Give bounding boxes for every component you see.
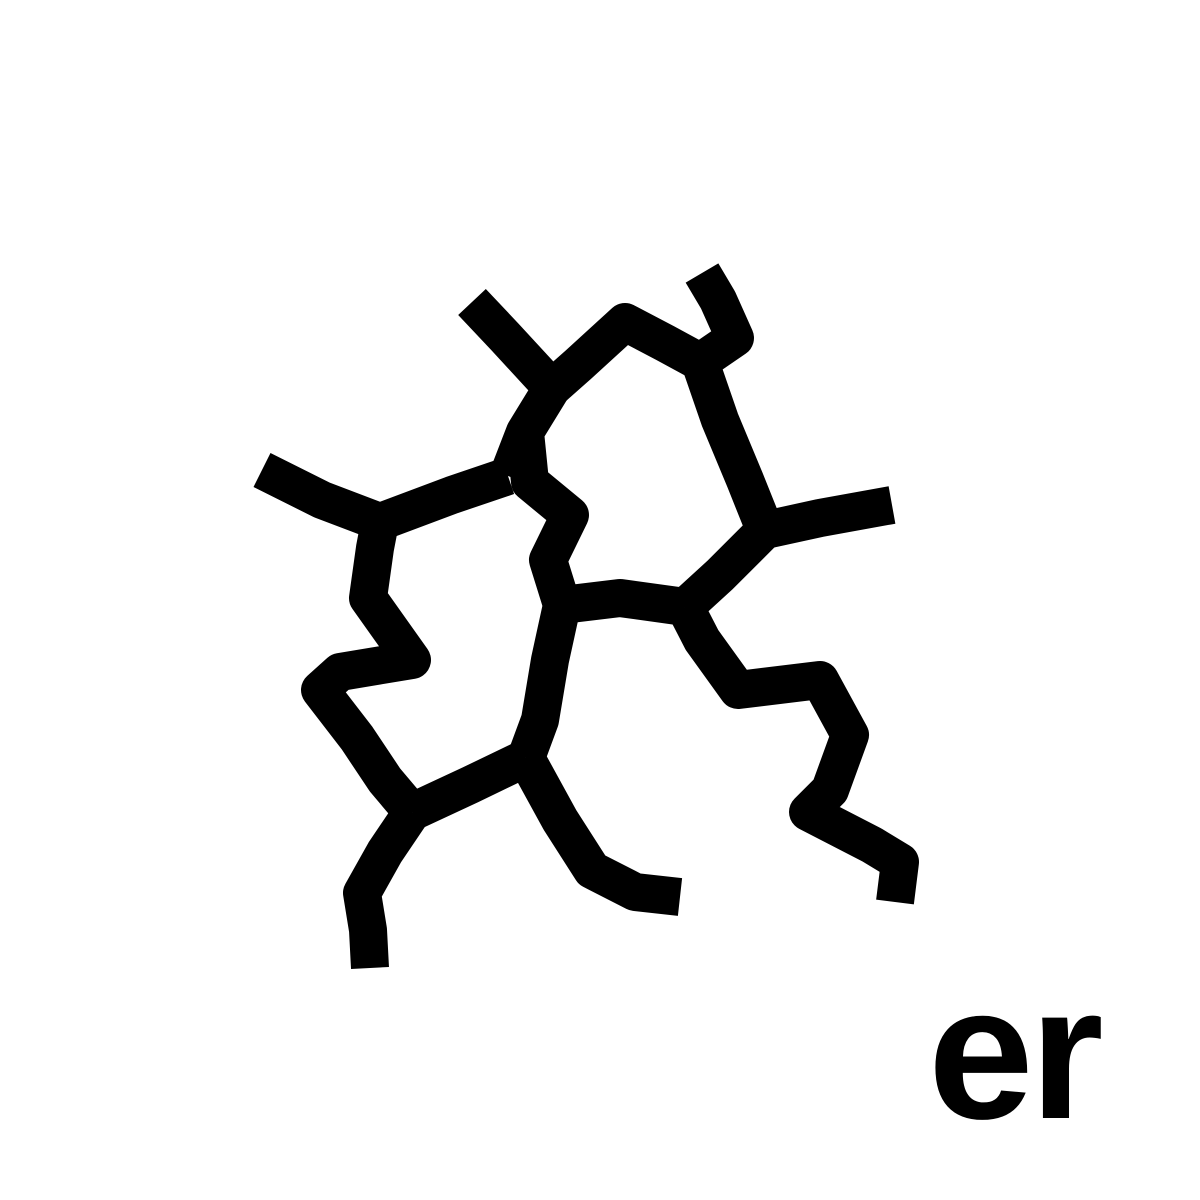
crack-line (253, 453, 515, 541)
crack-line (509, 748, 683, 916)
crack-line (403, 740, 535, 830)
crack-line (559, 579, 688, 626)
label-text: er (928, 947, 1104, 1159)
crack-line (539, 263, 754, 403)
crack-line (760, 486, 896, 549)
crack-line (343, 801, 428, 969)
crack-line (508, 600, 581, 765)
crack-line (672, 355, 784, 622)
crack-line (301, 518, 431, 825)
crack-line (506, 430, 589, 611)
crack-lines (253, 263, 919, 969)
crack-line (668, 598, 919, 905)
